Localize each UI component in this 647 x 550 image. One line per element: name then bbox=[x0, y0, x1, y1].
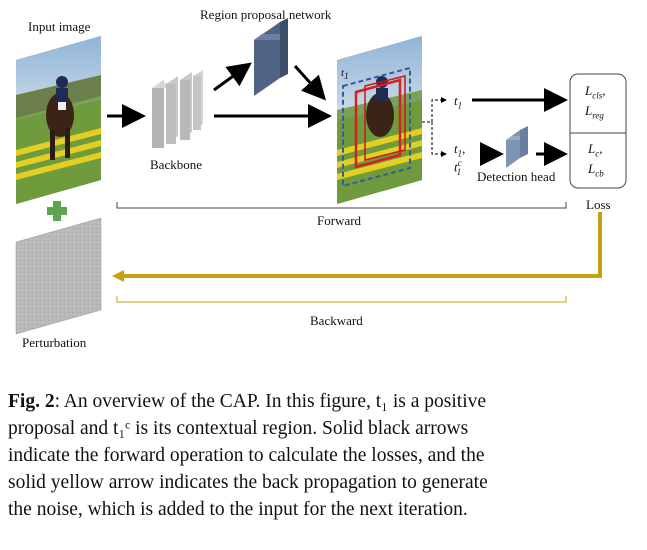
input-image bbox=[16, 36, 101, 204]
detection-head-label: Detection head bbox=[477, 169, 556, 184]
backbone-block bbox=[152, 70, 203, 148]
backward-bracket bbox=[116, 296, 567, 303]
arrow-backbone-to-rpn bbox=[213, 62, 252, 92]
loss-c-label: Lc, bbox=[588, 141, 603, 159]
perturbation-image bbox=[15, 217, 102, 335]
proposal-box-secondary bbox=[364, 75, 406, 161]
plus-icon bbox=[47, 201, 67, 221]
caption-line-5: the noise, which is added to the input f… bbox=[8, 499, 468, 520]
arrow-rpn-to-proposals bbox=[293, 64, 327, 101]
loss-cls-label: Lcls, bbox=[585, 83, 606, 101]
caption-line-3: indicate the forward operation to calcul… bbox=[8, 445, 485, 466]
forward-bracket bbox=[116, 202, 567, 209]
detection-head-block bbox=[506, 126, 528, 168]
diagram-canvas bbox=[15, 18, 627, 335]
forward-label: Forward bbox=[317, 213, 362, 228]
loss-label: Loss bbox=[586, 197, 611, 212]
perturbation-label: Perturbation bbox=[22, 335, 87, 350]
caption-line-4: solid yellow arrow indicates the back pr… bbox=[8, 472, 488, 493]
loss-cb-label: Lcb bbox=[588, 161, 604, 179]
loss-box bbox=[569, 73, 627, 189]
rpn-block bbox=[254, 18, 288, 96]
dashed-arrow-to-t1 bbox=[422, 97, 447, 123]
rpn-label: Region proposal network bbox=[200, 7, 332, 22]
loss-reg-label: Lreg bbox=[585, 103, 604, 121]
context-region-box bbox=[342, 66, 411, 188]
figure-caption: Fig. 2: An overview of the CAP. In this … bbox=[8, 388, 636, 523]
backward-label: Backward bbox=[310, 313, 363, 328]
backbone-label: Backbone bbox=[150, 157, 202, 172]
t1-label: t1 bbox=[454, 93, 463, 111]
figure-number: Fig. 2 bbox=[8, 391, 55, 412]
t1-image-label: t1 bbox=[341, 67, 349, 82]
backward-arrowhead bbox=[112, 270, 124, 282]
dashed-arrow-to-t1c bbox=[422, 121, 447, 157]
proposal-box bbox=[354, 78, 402, 169]
backward-arrow bbox=[122, 212, 602, 278]
caption-line-2: proposal and t₁ᶜ is its contextual regio… bbox=[8, 418, 469, 439]
t1c-label: t1, tc1 bbox=[454, 141, 466, 177]
caption-line-1: Fig. 2: An overview of the CAP. In this … bbox=[8, 391, 487, 412]
input-image-label: Input image bbox=[28, 19, 91, 34]
